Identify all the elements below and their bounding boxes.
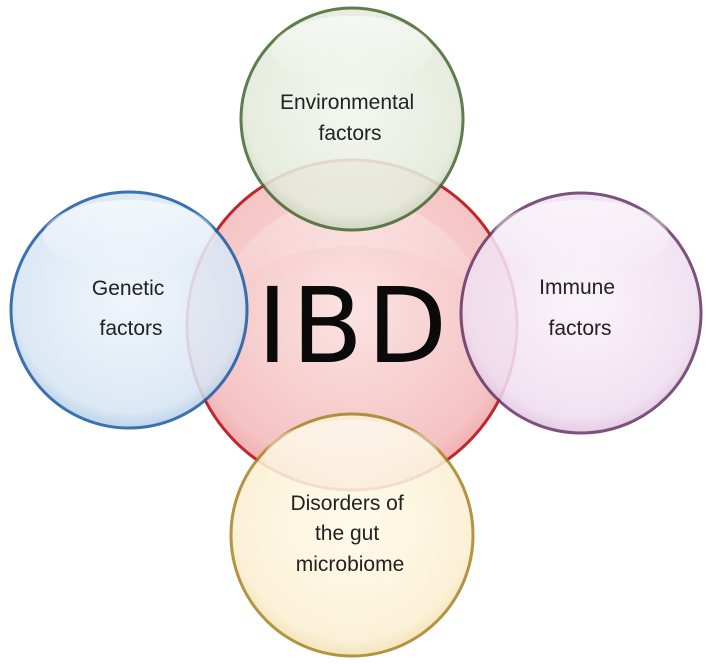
center-gloss	[217, 197, 487, 300]
gut-microbiome-circle	[229, 412, 475, 658]
environmental-factors-label: Environmental factors	[280, 91, 420, 145]
immune-factors-circle	[459, 191, 703, 435]
genetic-factors-label: Genetic factors	[92, 277, 170, 340]
environmental-factors-circle	[239, 6, 465, 232]
gut-microbiome-label: Disorders of the gut microbiome	[290, 492, 409, 576]
immune-factors-label: Immune factors	[539, 276, 621, 340]
center-label: IBD	[257, 265, 451, 387]
genetic-factors-circle	[9, 190, 249, 430]
